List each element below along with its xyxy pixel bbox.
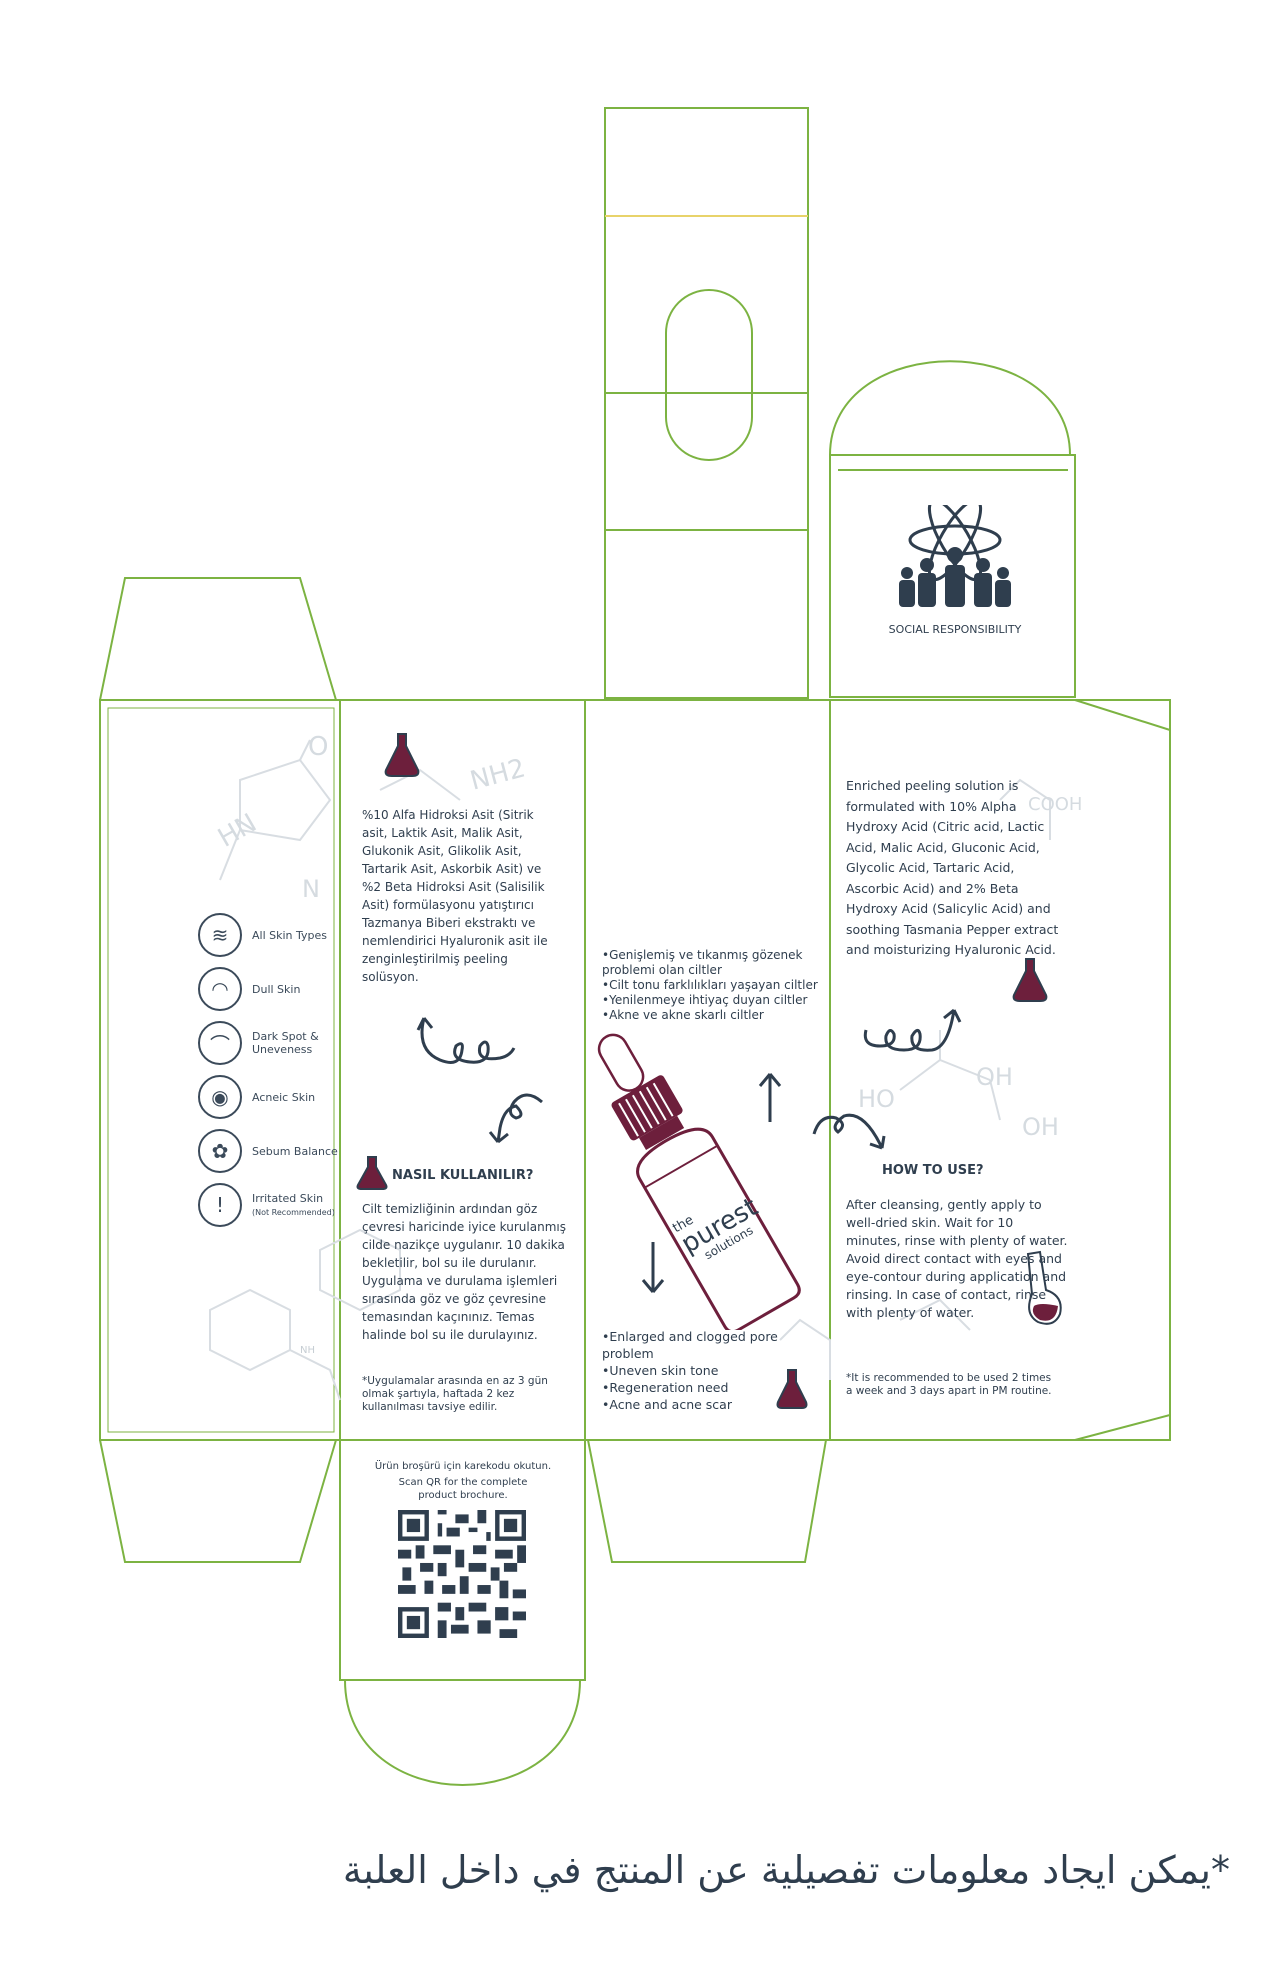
tr-howto-text: Cilt temizliğinin ardından göz çevresi h… <box>362 1202 566 1342</box>
arrow-down <box>641 1242 665 1293</box>
qr-code[interactable] <box>398 1510 526 1638</box>
social-responsibility-label: SOCIAL RESPONSIBILITY <box>888 623 1022 636</box>
tr-usage-note: *Uygulamalar arasında en az 3 gün olmak … <box>362 1375 548 1413</box>
tr-concerns-list: Genişlemiş ve tıkanmış gözenek problemi … <box>602 948 827 1023</box>
arabic-footer-note: *يمكن ايجاد معلومات تفصيلية عن المنتج في… <box>342 1848 1230 1892</box>
skin-type-label: Dull Skin <box>252 982 301 996</box>
en-howto-title: HOW TO USE? <box>882 1163 984 1178</box>
squiggle-arrow <box>416 1017 516 1064</box>
flask-icon <box>384 733 420 777</box>
list-item: Uneven skin tone <box>602 1362 827 1379</box>
en-description: Enriched peeling solution is formulated … <box>846 778 1059 957</box>
tr-howto-title: NASIL KULLANILIR? <box>392 1168 534 1183</box>
skin-type-label: All Skin Types <box>252 928 328 942</box>
qr-label-tr: Ürün broşürü için karekodu okutun. <box>374 1461 552 1472</box>
chem-label-ho: HO <box>858 1085 895 1113</box>
en-usage-note: *It is recommended to be used 2 times a … <box>846 1372 1052 1397</box>
chem-label-o: O <box>308 732 329 762</box>
chem-label-oh-1: OH <box>976 1063 1013 1091</box>
dropper-bottle-illustration <box>597 1033 801 1334</box>
warning-icon: ! <box>198 1183 242 1227</box>
all-skin-icon: ≋ <box>198 913 242 957</box>
flask-icon <box>356 1156 388 1190</box>
list-item: Enlarged and clogged pore problem <box>602 1328 827 1362</box>
list-item: Yenilenmeye ihtiyaç duyan ciltler <box>602 993 827 1008</box>
skin-type-label: Irritated Skin (Not Recommended) <box>252 1192 342 1219</box>
irritated-note: (Not Recommended) <box>252 1207 335 1217</box>
dull-skin-icon: ◠ <box>198 967 242 1011</box>
squiggle-arrow <box>863 1008 962 1052</box>
tr-description: %10 Alfa Hidroksi Asit (Sitrik asit, Lak… <box>362 808 548 984</box>
list-item: Cilt tonu farklılıkları yaşayan ciltler <box>602 978 827 993</box>
serum-bottle: the purest solutions <box>548 1030 848 1334</box>
skin-type-irritated: ! Irritated Skin (Not Recommended) <box>198 1183 342 1227</box>
social-responsibility-badge: SOCIAL RESPONSIBILITY <box>885 498 1025 637</box>
en-howto-text: After cleansing, gently apply to well-dr… <box>846 1197 1068 1320</box>
people-atom-icon <box>899 498 1011 607</box>
skin-type-label: Acneic Skin <box>252 1090 316 1104</box>
skin-type-dark-spot: ⌒ Dark Spot & Uneveness <box>198 1021 342 1065</box>
list-item: Acne and acne scar <box>602 1396 827 1413</box>
chem-label-oh-2: OH <box>1022 1113 1059 1141</box>
dark-spot-icon: ⌒ <box>198 1021 242 1065</box>
acne-icon: ◉ <box>198 1075 242 1119</box>
list-item: Regeneration need <box>602 1379 827 1396</box>
flask-icon <box>1012 958 1048 1002</box>
chem-label-n: N <box>302 875 320 903</box>
skin-type-all: ≋ All Skin Types <box>198 913 342 957</box>
list-item: Genişlemiş ve tıkanmış gözenek problemi … <box>602 948 827 978</box>
skin-type-sebum: ✿ Sebum Balance <box>198 1129 342 1173</box>
squiggle-arrow <box>488 1093 543 1144</box>
chem-label-cooh: COOH <box>1028 794 1083 815</box>
flask-icon <box>1026 1250 1062 1325</box>
list-item: Akne ve akne skarlı ciltler <box>602 1008 827 1023</box>
sebum-icon: ✿ <box>198 1129 242 1173</box>
skin-type-acneic: ◉ Acneic Skin <box>198 1075 342 1119</box>
irritated-label: Irritated Skin <box>252 1191 324 1205</box>
skin-type-label: Sebum Balance <box>252 1144 338 1158</box>
squiggle-arrow <box>812 1113 886 1150</box>
chem-label-nh: NH <box>300 1345 315 1356</box>
arrow-up <box>758 1073 782 1122</box>
skin-type-dull: ◠ Dull Skin <box>198 967 342 1011</box>
qr-label-en: Scan QR for the complete product brochur… <box>398 1477 528 1501</box>
skin-type-label: Dark Spot & Uneveness <box>252 1030 319 1056</box>
en-concerns-list: Enlarged and clogged pore problem Uneven… <box>602 1328 827 1413</box>
